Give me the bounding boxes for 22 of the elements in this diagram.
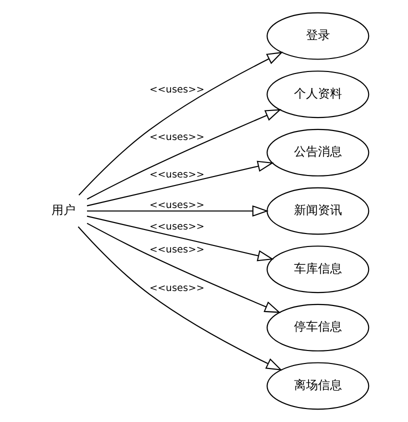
arrow	[86, 222, 280, 313]
edge-label: <<uses>>	[149, 244, 204, 256]
edge-label: <<uses>>	[149, 222, 204, 233]
node-ellipse: 个人资料	[266, 70, 369, 118]
edge-label: <<uses>>	[149, 132, 204, 143]
arrow	[77, 226, 282, 370]
node-ellipse: 新闻资讯	[266, 187, 369, 235]
arrow	[86, 109, 281, 200]
arrow	[86, 205, 268, 217]
arrow	[86, 216, 274, 262]
edge-label: <<uses>>	[149, 200, 204, 211]
arrow	[78, 52, 283, 196]
node-ellipse: 登录	[266, 12, 369, 60]
node-ellipse: 公告消息	[266, 128, 369, 176]
node-ellipse: 停车信息	[266, 304, 369, 352]
node-text: 用户	[51, 203, 76, 218]
edge-label: <<uses>>	[149, 84, 204, 96]
node-ellipse: 车库信息	[266, 246, 369, 294]
node-ellipse: 离场信息	[266, 362, 369, 410]
edge-label: <<uses>>	[149, 283, 204, 294]
arrow	[86, 160, 274, 206]
edge-label: <<uses>>	[149, 170, 204, 181]
